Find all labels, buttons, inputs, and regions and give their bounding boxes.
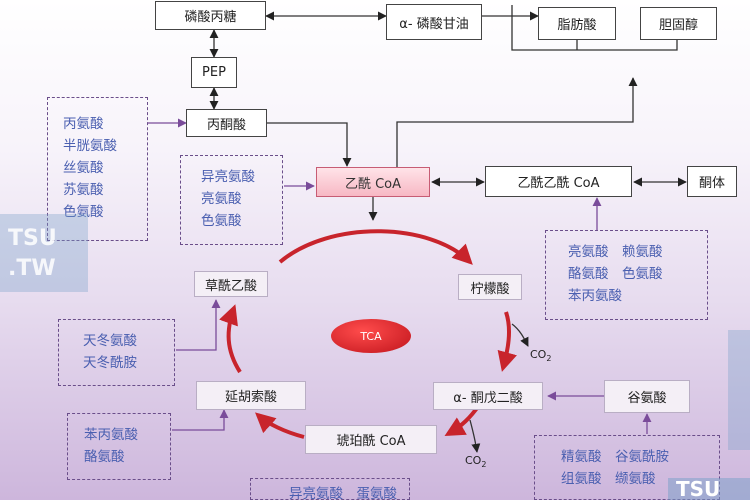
fatty-acid-node: 脂肪酸 xyxy=(538,7,616,40)
cholesterol-node: 胆固醇 xyxy=(640,7,717,40)
citrate-node: 柠檬酸 xyxy=(458,274,522,300)
amino-group-to-acetyl-coa: 异亮氨酸 亮氨酸 色氨酸 xyxy=(180,155,283,245)
amino-group-to-succinyl-coa: 异亮氨酸 蛋氨酸 xyxy=(250,478,410,502)
amino-group-to-glutamate: 精氨酸 谷氨酰胺 组氨酸 缬氨酸 xyxy=(534,435,720,500)
oxaloacetate-node: 草酰乙酸 xyxy=(194,271,268,297)
acetyl-coa-node: 乙酰 CoA xyxy=(316,167,430,197)
succinyl-coa-node: 琥珀酰 CoA xyxy=(305,425,437,454)
pyruvate-node: 丙酮酸 xyxy=(186,109,267,137)
acetoacetyl-coa-node: 乙酰乙酰 CoA xyxy=(485,166,632,197)
co2-label-1: CO2 xyxy=(530,348,552,364)
tca-cycle-arc xyxy=(219,229,517,439)
watermark-corner: TSU xyxy=(668,478,750,500)
watermark-right-strip xyxy=(728,330,750,450)
alpha-ketoglutarate-node: α- 酮戊二酸 xyxy=(433,382,543,410)
glycerol-phosphate-node: α- 磷酸甘油 xyxy=(386,4,482,40)
amino-group-to-acetoacetyl-coa: 亮氨酸 赖氨酸 酪氨酸 色氨酸 苯丙氨酸 xyxy=(545,230,708,320)
pep-node: PEP xyxy=(191,57,237,88)
pathway-connectors xyxy=(209,5,687,453)
co2-label-2: CO2 xyxy=(465,454,487,470)
glyceraldehyde-phosphate-node: 磷酸丙糖 xyxy=(155,1,266,30)
fumarate-node: 延胡索酸 xyxy=(196,381,306,410)
amino-group-to-fumarate: 苯丙氨酸 酪氨酸 xyxy=(67,413,171,480)
amino-acid-connectors xyxy=(148,118,652,434)
tca-center: TCA xyxy=(331,319,411,353)
ketone-body-node: 酮体 xyxy=(687,166,737,197)
amino-group-to-pyruvate: 丙氨酸 半胱氨酸 丝氨酸 苏氨酸 色氨酸 xyxy=(47,97,148,241)
watermark-left: TSU .TW xyxy=(0,214,88,292)
amino-group-to-oxaloacetate: 天冬氨酸 天冬酰胺 xyxy=(58,319,175,386)
glutamate-node: 谷氨酸 xyxy=(604,380,690,413)
